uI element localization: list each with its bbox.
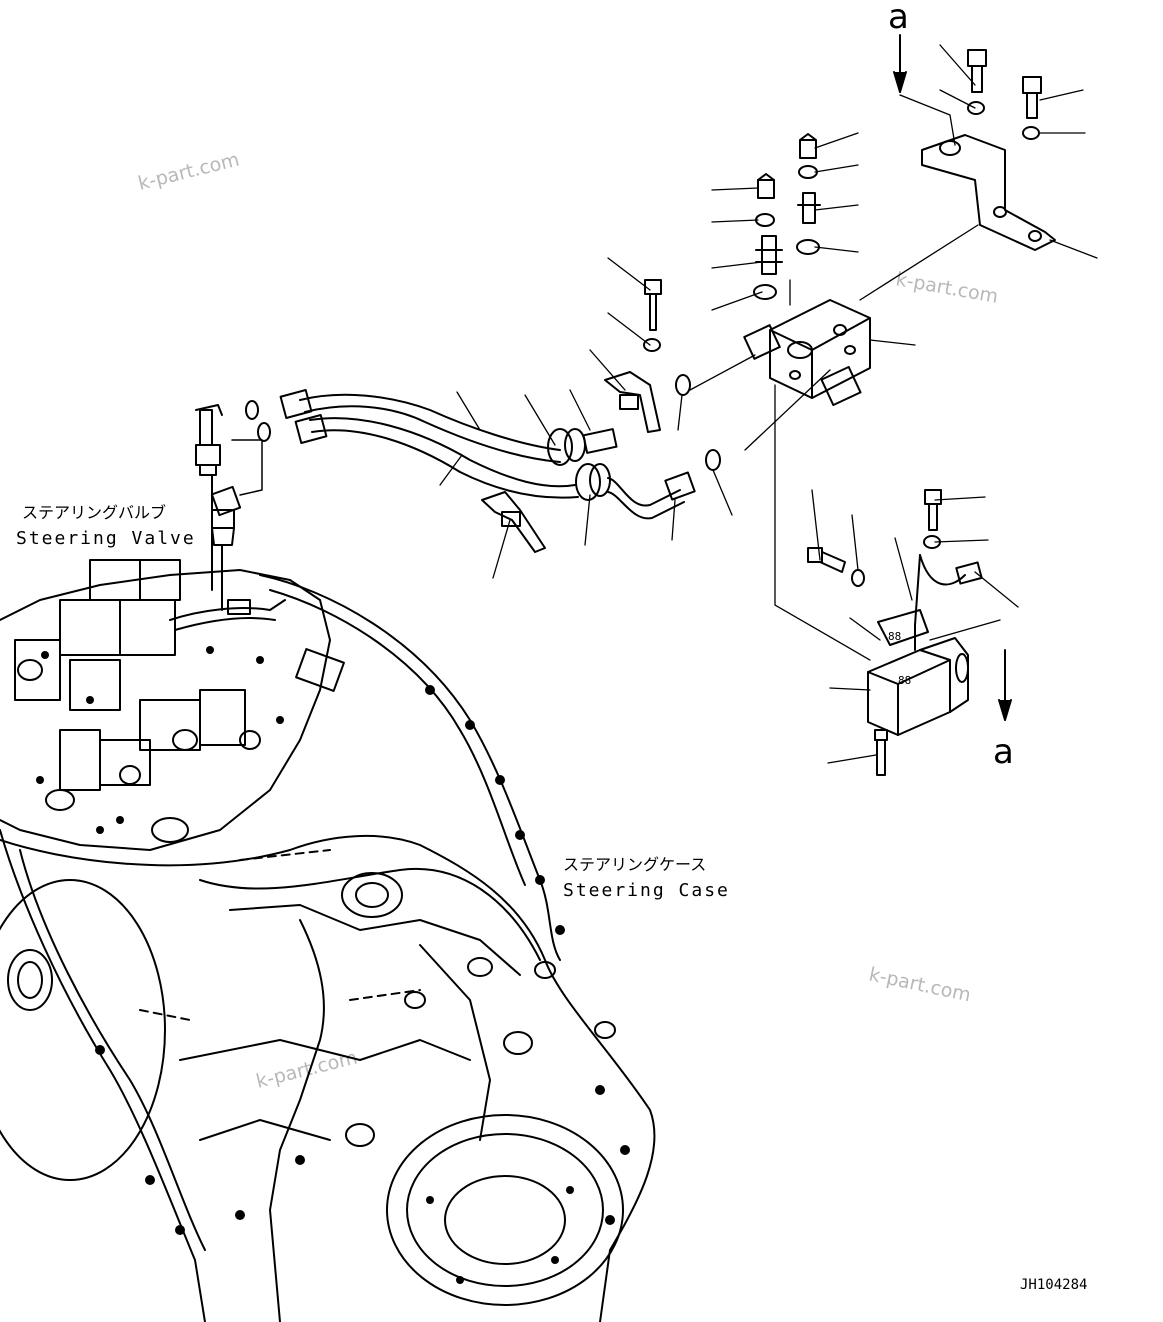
labels: a a ステアリングバルブ Steering Valve ステアリングケース S… (16, 0, 1087, 1293)
steering-valve-label-jp: ステアリングバルブ (22, 503, 166, 522)
steering-valve-drawing (0, 559, 345, 851)
solenoid-valve (867, 554, 983, 736)
o-rings (643, 101, 1040, 587)
watermark-1: k-part.com (136, 148, 242, 194)
leader-lines (439, 44, 1098, 764)
watermark-3: k-part.com (867, 963, 973, 1006)
steering-case-label-en: Steering Case (563, 880, 730, 901)
watermark-2: k-part.com (894, 268, 1000, 308)
steering-valve-label-en: Steering Valve (16, 528, 196, 549)
mounting-bracket (921, 134, 1056, 251)
view-ref-top: a (888, 0, 909, 37)
clamps (481, 371, 661, 553)
watermarks: k-part.com k-part.com k-part.com k-part.… (136, 148, 1000, 1092)
check-valve-stack (755, 133, 821, 275)
solenoid-tag-2: 88 (898, 674, 911, 687)
drawing-code: JH104284 (1020, 1277, 1087, 1293)
bolts (644, 49, 1042, 776)
view-arrows (893, 34, 1012, 721)
hoses (279, 389, 696, 520)
steering-case-label-jp: ステアリングケース (563, 855, 706, 874)
solenoid-tag-1: 88 (888, 630, 901, 643)
view-ref-bottom: a (993, 732, 1014, 772)
steering-case-drawing (0, 574, 656, 1322)
relay-valve-block (743, 299, 871, 407)
watermark-4: k-part.com (254, 1046, 360, 1092)
left-fittings (195, 400, 271, 611)
